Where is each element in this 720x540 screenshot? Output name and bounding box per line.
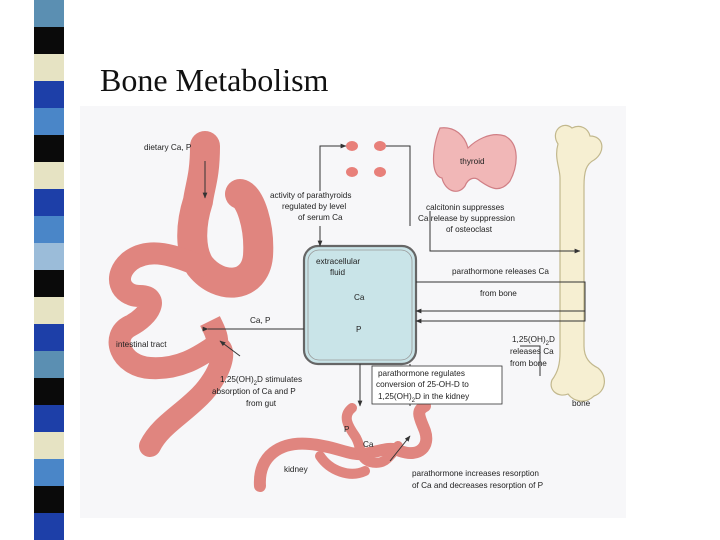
label-pth-inc-2: of Ca and decreases resorption of P — [412, 481, 544, 490]
strip-block — [34, 324, 64, 351]
label-activity-3: of serum Ca — [298, 213, 343, 222]
strip-block — [34, 162, 64, 189]
label-pth-inc-1: parathormone increases resorption — [412, 469, 539, 478]
label-ecf-2: fluid — [330, 268, 345, 277]
label-thyroid: thyroid — [460, 157, 485, 166]
label-ecf-ca: Ca — [354, 293, 365, 302]
decorative-strip — [34, 0, 64, 540]
label-pth-releases: parathormone releases Ca — [452, 267, 549, 276]
pth-regulates-box — [371, 365, 503, 405]
label-ecf-1: extracellular — [316, 257, 360, 266]
parathyroid-glands — [346, 141, 386, 177]
label-kidney-p: P — [344, 425, 350, 434]
strip-block — [34, 432, 64, 459]
strip-block — [34, 27, 64, 54]
label-ca-p: Ca, P — [250, 316, 271, 325]
connector-lines — [202, 143, 586, 462]
strip-block — [34, 243, 64, 270]
label-ecf-p: P — [356, 325, 362, 334]
bone-metabolism-diagram: dietary Ca, P activity of parathyroids r… — [108, 124, 605, 492]
label-dietary: dietary Ca, P — [144, 143, 192, 152]
label-bone: bone — [572, 399, 591, 408]
label-stim-3: from gut — [246, 399, 277, 408]
label-from-bone: from bone — [480, 289, 517, 298]
label-vitd-1: 1,25(OH)2D — [512, 335, 555, 347]
strip-block — [34, 108, 64, 135]
label-stim-1: 1,25(OH)2D stimulates — [220, 375, 302, 387]
strip-block — [34, 270, 64, 297]
label-vitd-3: from bone — [510, 359, 547, 368]
label-calcitonin-3: of osteoclast — [446, 225, 493, 234]
label-pth-reg-1: parathormone regulates — [378, 369, 465, 378]
strip-block — [34, 486, 64, 513]
strip-block — [34, 351, 64, 378]
label-calcitonin-1: calcitonin suppresses — [426, 203, 504, 212]
label-kidney-ca: Ca — [363, 440, 374, 449]
label-intestinal: intestinal tract — [116, 340, 167, 349]
strip-block — [34, 297, 64, 324]
strip-block — [34, 189, 64, 216]
label-pth-reg-3: 1,25(OH)2D in the kidney — [378, 392, 470, 404]
kidney-shape — [253, 400, 433, 492]
strip-block — [34, 405, 64, 432]
strip-block — [34, 378, 64, 405]
stomach-tract-shape — [108, 131, 274, 457]
strip-block — [34, 81, 64, 108]
bone-shape — [550, 124, 605, 402]
strip-block — [34, 513, 64, 540]
thyroid-shape — [432, 127, 517, 192]
strip-block — [34, 0, 64, 27]
strip-block — [34, 216, 64, 243]
label-activity-2: regulated by level — [282, 202, 346, 211]
label-activity-1: activity of parathyroids — [270, 191, 351, 200]
slide-title: Bone Metabolism — [100, 62, 329, 98]
label-calcitonin-2: Ca release by suppression — [418, 214, 515, 223]
label-pth-reg-2: conversion of 25-OH-D to — [376, 380, 469, 389]
diagram-labels: dietary Ca, P activity of parathyroids r… — [116, 143, 591, 490]
strip-block — [34, 54, 64, 81]
label-vitd-2: releases Ca — [510, 347, 554, 356]
label-kidney: kidney — [284, 465, 309, 474]
strip-block — [34, 459, 64, 486]
strip-block — [34, 135, 64, 162]
label-stim-2: absorption of Ca and P — [212, 387, 296, 396]
